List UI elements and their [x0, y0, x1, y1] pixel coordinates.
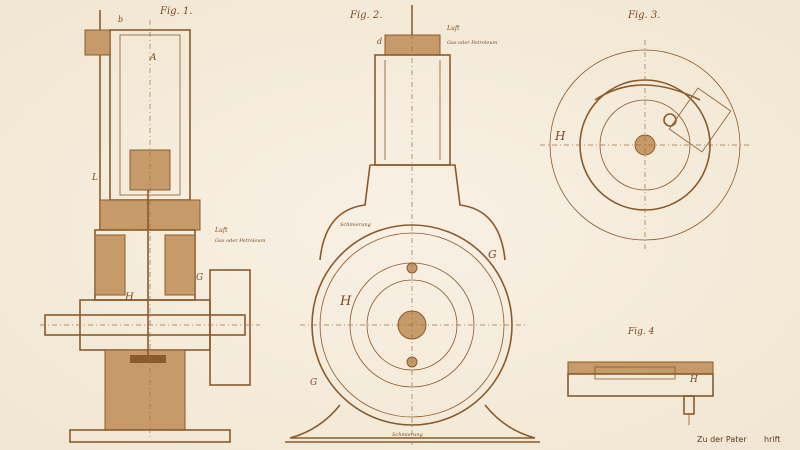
fig2-label-G2: G: [310, 378, 317, 388]
fig4-title: Fig. 4: [627, 327, 655, 337]
caption-left: Zu der Pater: [697, 435, 747, 444]
fig3-disc-view: Fig. 3. H: [540, 10, 750, 250]
fig1-section-view: Fig. 1. Luft Gas oder Petroleum L H G A …: [40, 6, 266, 443]
fig2-label-schmierung-base: Schmierung: [392, 432, 423, 438]
fig2-label-schmierung: Schmierung: [340, 222, 371, 228]
caption-right: hrift: [764, 435, 780, 444]
fig2-label-gas: Gas oder Petroleum: [447, 40, 498, 46]
fig2-title: Fig. 2.: [349, 10, 382, 21]
fig2-label-d: d: [377, 37, 382, 46]
fig4-detail-view: Fig. 4 H: [567, 327, 714, 425]
fig1-title: Fig. 1.: [159, 6, 192, 17]
fig1-label-b: b: [118, 15, 123, 24]
fig1-label-H: H: [124, 292, 134, 303]
fig1-label-L: L: [91, 173, 98, 183]
fig1-label-A: A: [149, 53, 157, 63]
fig3-label-H: H: [554, 129, 566, 143]
fig1-label-gas: Gas oder Petroleum: [215, 238, 266, 244]
fig3-title: Fig. 3.: [627, 10, 660, 21]
fig2-label-H: H: [339, 294, 352, 309]
fig4-label-H: H: [689, 375, 698, 385]
fig2-label-G: G: [488, 248, 497, 261]
fig1-label-luft: Luft: [214, 227, 228, 234]
fig1-label-G: G: [196, 273, 203, 283]
fig2-label-luft: Luft: [446, 25, 460, 32]
fig2-front-view: Fig. 2. Luft Gas oder Petroleum Schmieru…: [285, 5, 540, 445]
